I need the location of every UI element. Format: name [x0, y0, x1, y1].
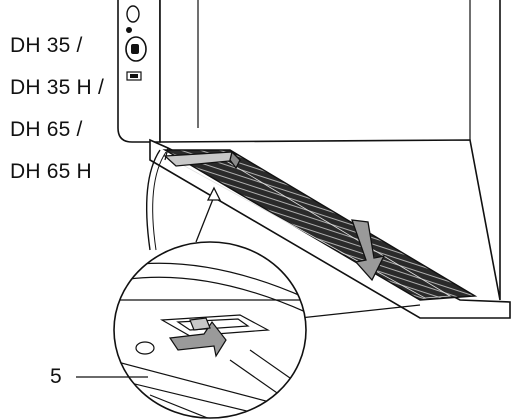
device-housing	[117, 0, 501, 301]
zoom-leader-lines	[195, 186, 421, 319]
down-arrow-icon	[351, 219, 386, 282]
zoom-detail	[113, 241, 307, 419]
model-label-dh35h: DH 35 H /	[10, 76, 104, 99]
filter-tab	[163, 150, 242, 170]
lift-arrow-icon	[168, 320, 227, 358]
callout-number: 5	[50, 365, 62, 388]
power-cable	[145, 149, 161, 251]
model-label-dh65: DH 65 /	[10, 118, 83, 141]
model-label-dh65h: DH 65 H	[10, 160, 92, 183]
model-label-dh35: DH 35 /	[10, 34, 83, 57]
control-knobs	[125, 5, 147, 81]
